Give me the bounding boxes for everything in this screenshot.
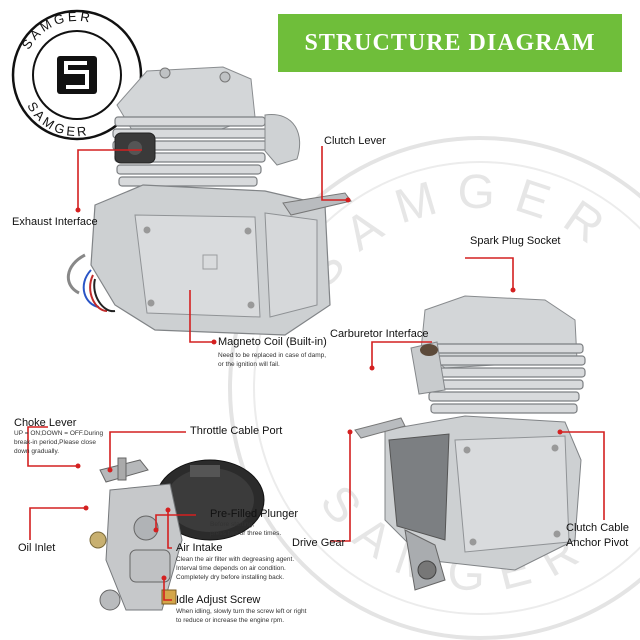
leader-idle-screw	[163, 578, 172, 601]
leader-choke-lever	[27, 426, 78, 467]
choke-note-3: down gradually.	[14, 448, 60, 455]
leader-air-intake	[167, 510, 172, 549]
choke-note-1: UP = ON;DOWN = OFF.During	[14, 430, 104, 437]
magneto-note-1: Need to be replaced in case of damp,	[218, 352, 327, 359]
leader-drive-gear	[330, 432, 351, 542]
label-idle-adjust-screw: Idle Adjust Screw	[176, 594, 261, 606]
label-pre-filled-plunger: Pre-Filled Plunger	[210, 508, 299, 520]
leader-exhaust-interface	[77, 149, 142, 210]
choke-note-2: break-in period,Please close	[14, 439, 97, 446]
label-magneto-coil: Magneto Coil (Built-in)	[218, 336, 327, 348]
leader-carburetor-interface	[371, 341, 432, 368]
label-clutch-cable: Clutch Cable	[566, 522, 629, 534]
label-anchor-pivot: Anchor Pivot	[566, 537, 629, 549]
air-note-2: Interval time depends on air condition.	[176, 565, 286, 572]
title-banner: STRUCTURE DIAGRAM	[278, 14, 622, 72]
leader-magneto-coil	[189, 290, 214, 343]
label-spark-plug-socket: Spark Plug Socket	[470, 235, 561, 247]
logo-mark-icon	[57, 56, 97, 94]
label-throttle-cable-port: Throttle Cable Port	[190, 425, 283, 437]
label-drive-gear: Drive Gear	[292, 537, 346, 549]
leader-spark-plug	[465, 257, 514, 290]
label-carburetor-interface: Carburetor Interface	[330, 328, 429, 340]
leader-clutch-cable	[560, 431, 605, 520]
air-note-1: Clean the air filter with degreasing age…	[176, 556, 295, 563]
leader-clutch-lever	[321, 146, 348, 201]
air-note-3: Completely dry before installing back.	[176, 574, 285, 581]
label-choke-lever: Choke Lever	[14, 417, 77, 429]
label-air-intake: Air Intake	[176, 542, 223, 554]
magneto-note-2: or the ignition will fail.	[218, 361, 280, 368]
leader-oil-inlet	[29, 507, 86, 540]
label-oil-inlet: Oil Inlet	[18, 542, 56, 554]
plunger-note-2: press two or three times.	[210, 530, 282, 537]
plunger-note-1: Before starting,	[210, 521, 255, 528]
leader-throttle-port	[109, 431, 186, 470]
label-clutch-lever: Clutch Lever	[324, 135, 386, 147]
label-exhaust-interface: Exhaust Interface	[12, 216, 98, 228]
idle-note-1: When idling, slowly turn the screw left …	[176, 608, 307, 615]
engine-main-illustration	[67, 66, 352, 336]
samger-logo: SAMGER SAMGER	[11, 9, 143, 141]
idle-note-2: to reduce or increase the engine rpm.	[176, 617, 285, 624]
leader-plunger	[155, 514, 196, 530]
engine-side-illustration	[354, 295, 586, 591]
page-title: STRUCTURE DIAGRAM	[304, 29, 596, 56]
